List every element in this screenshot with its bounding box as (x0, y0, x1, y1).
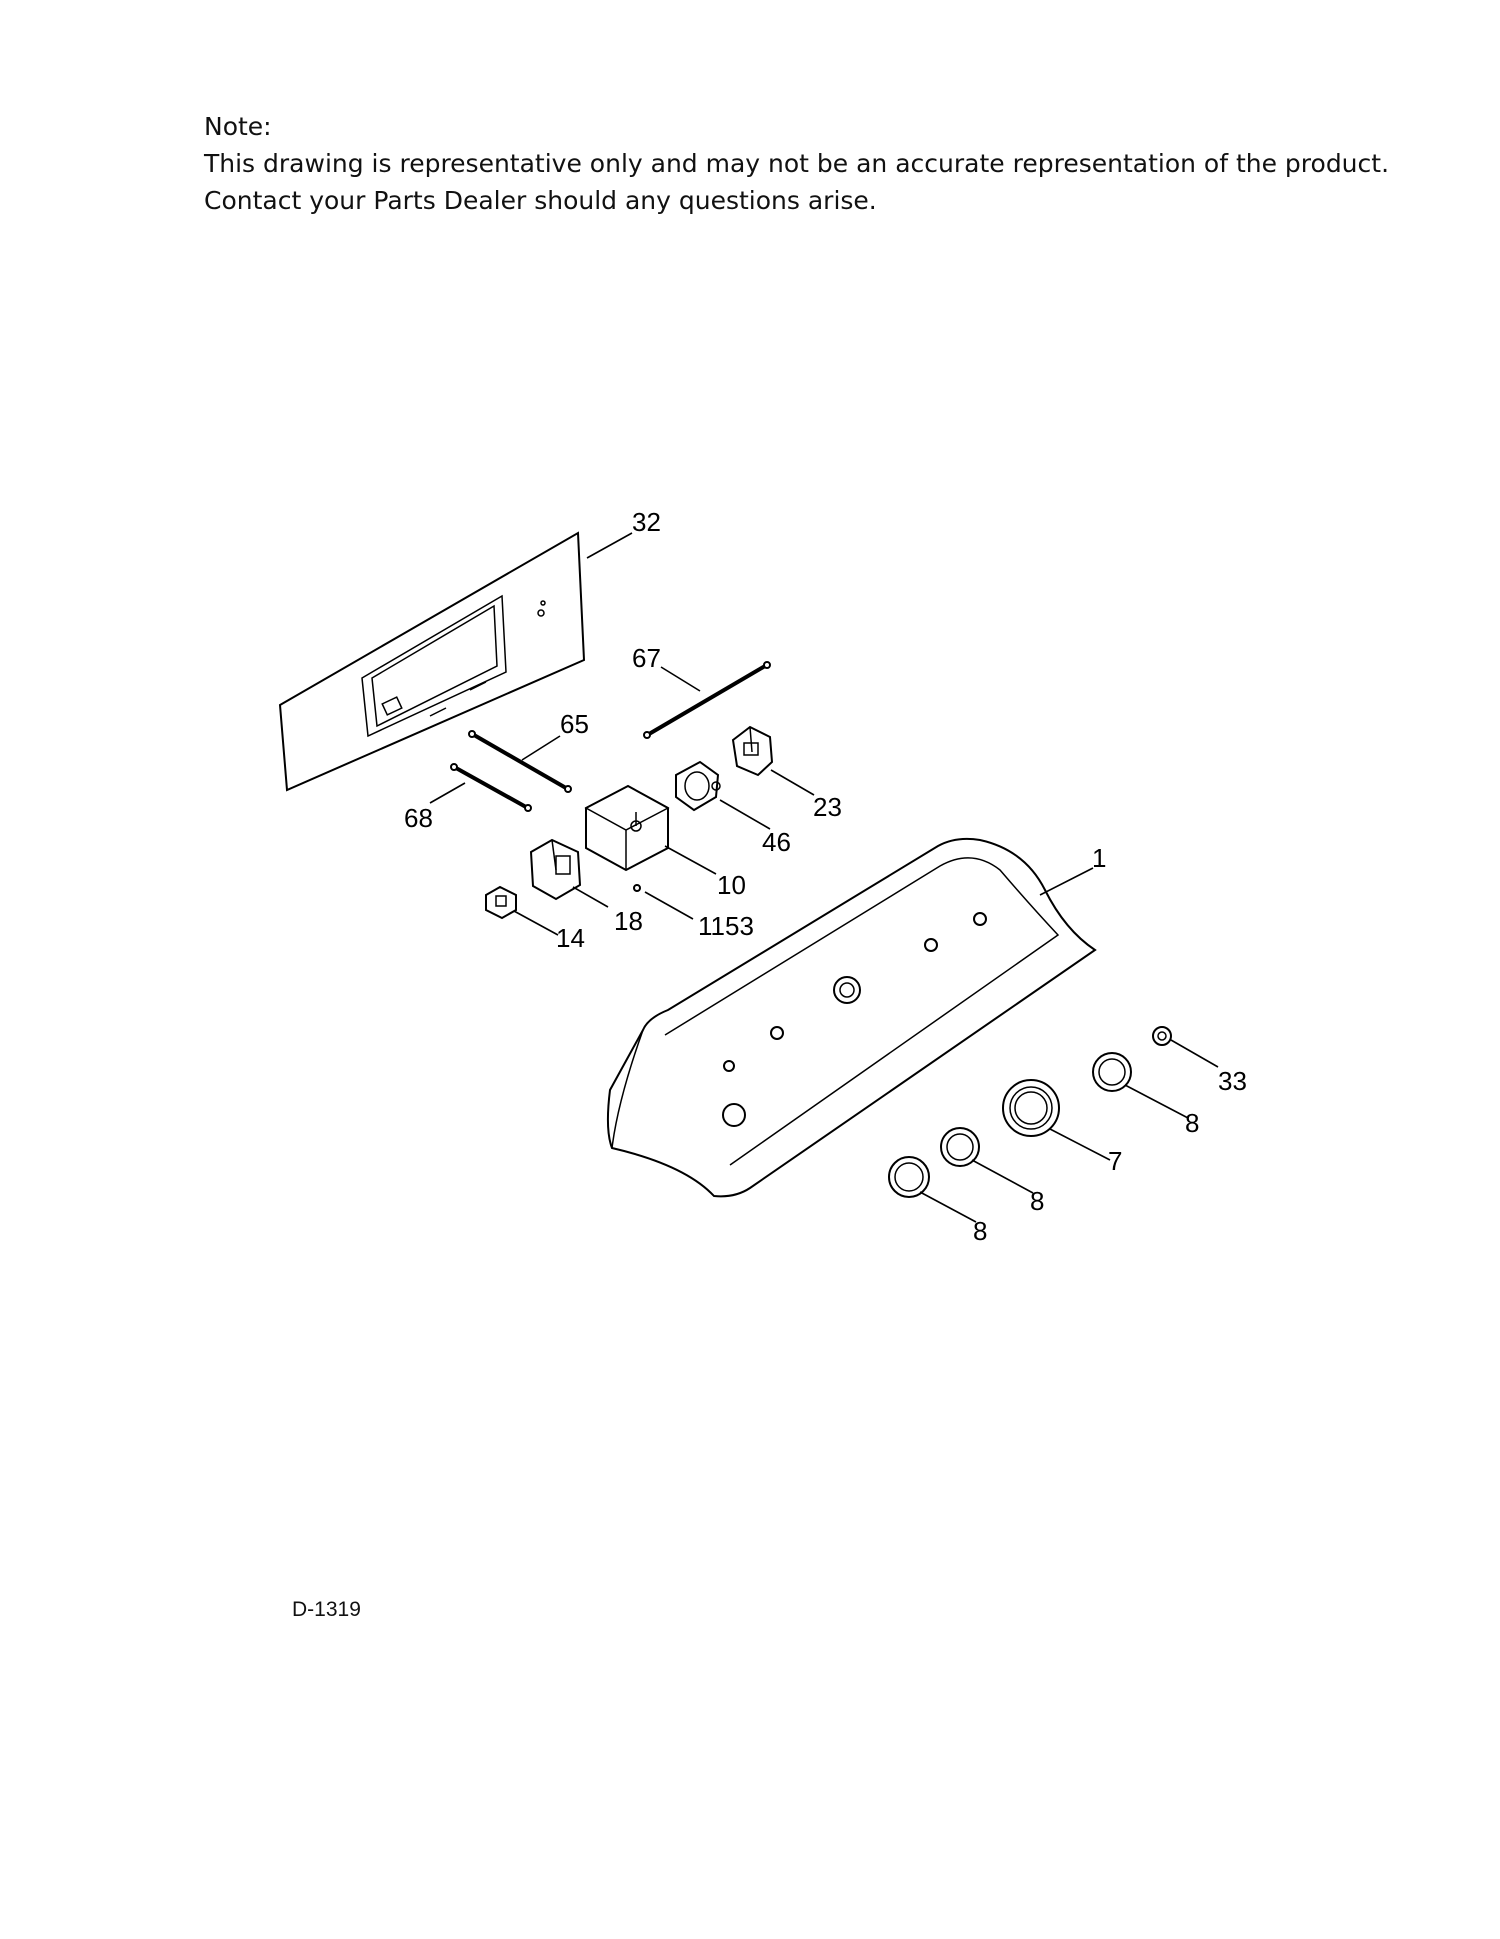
leader-8b (971, 1159, 1034, 1194)
callout-8b: 8 (1030, 1186, 1044, 1216)
leader-7 (1049, 1128, 1111, 1161)
callout-32: 32 (632, 507, 661, 537)
part-10-timer (584, 784, 670, 872)
part-8-knob-c (888, 1156, 930, 1198)
callout-7: 7 (1108, 1146, 1122, 1176)
callout-68: 68 (404, 803, 433, 833)
part-46-timer-motor (675, 760, 721, 812)
part-1-control-console (606, 837, 1097, 1198)
part-67-wire-harness (643, 661, 771, 739)
leader-67 (660, 666, 701, 692)
part-14-switch (485, 885, 517, 920)
note-heading: Note: (204, 112, 272, 141)
part-23-switch (731, 725, 774, 777)
callout-8a: 8 (1185, 1108, 1199, 1138)
callout-33: 33 (1218, 1066, 1247, 1096)
leader-1 (1039, 867, 1094, 896)
callout-1153: 1153 (698, 911, 754, 941)
part-1153-screw (633, 884, 641, 892)
callout-18: 18 (614, 906, 643, 936)
part-65-wire-harness (468, 730, 572, 793)
callout-14: 14 (556, 923, 585, 953)
part-33-knob (1152, 1026, 1172, 1046)
callout-65: 65 (560, 709, 589, 739)
callout-10: 10 (717, 870, 746, 900)
callout-8c: 8 (973, 1216, 987, 1246)
part-8-knob-b (940, 1127, 980, 1167)
part-18-switch (529, 838, 582, 901)
leader-65 (521, 735, 561, 761)
leader-68 (429, 782, 466, 804)
leader-1153 (644, 891, 694, 920)
drawing-code: D-1319 (292, 1598, 361, 1621)
leader-14 (513, 910, 559, 936)
leader-8a (1124, 1084, 1189, 1119)
leader-33 (1170, 1039, 1219, 1068)
part-32-rear-panel (278, 531, 586, 792)
disclaimer-note: Note: This drawing is representative onl… (204, 108, 1389, 219)
part-8-knob-a (1092, 1052, 1132, 1092)
callout-67: 67 (632, 643, 661, 673)
leader-46 (719, 799, 771, 830)
leader-8c (919, 1191, 977, 1223)
callout-46: 46 (762, 827, 791, 857)
leader-10 (664, 845, 717, 875)
part-7-large-knob (1002, 1079, 1060, 1137)
callout-1: 1 (1092, 843, 1106, 873)
callout-23: 23 (813, 792, 842, 822)
leader-23 (770, 769, 815, 796)
note-line-2: Contact your Parts Dealer should any que… (204, 186, 877, 215)
note-line-1: This drawing is representative only and … (204, 149, 1390, 178)
leader-18 (572, 886, 609, 908)
leader-32 (586, 532, 633, 559)
part-68-wire-harness (450, 763, 532, 812)
